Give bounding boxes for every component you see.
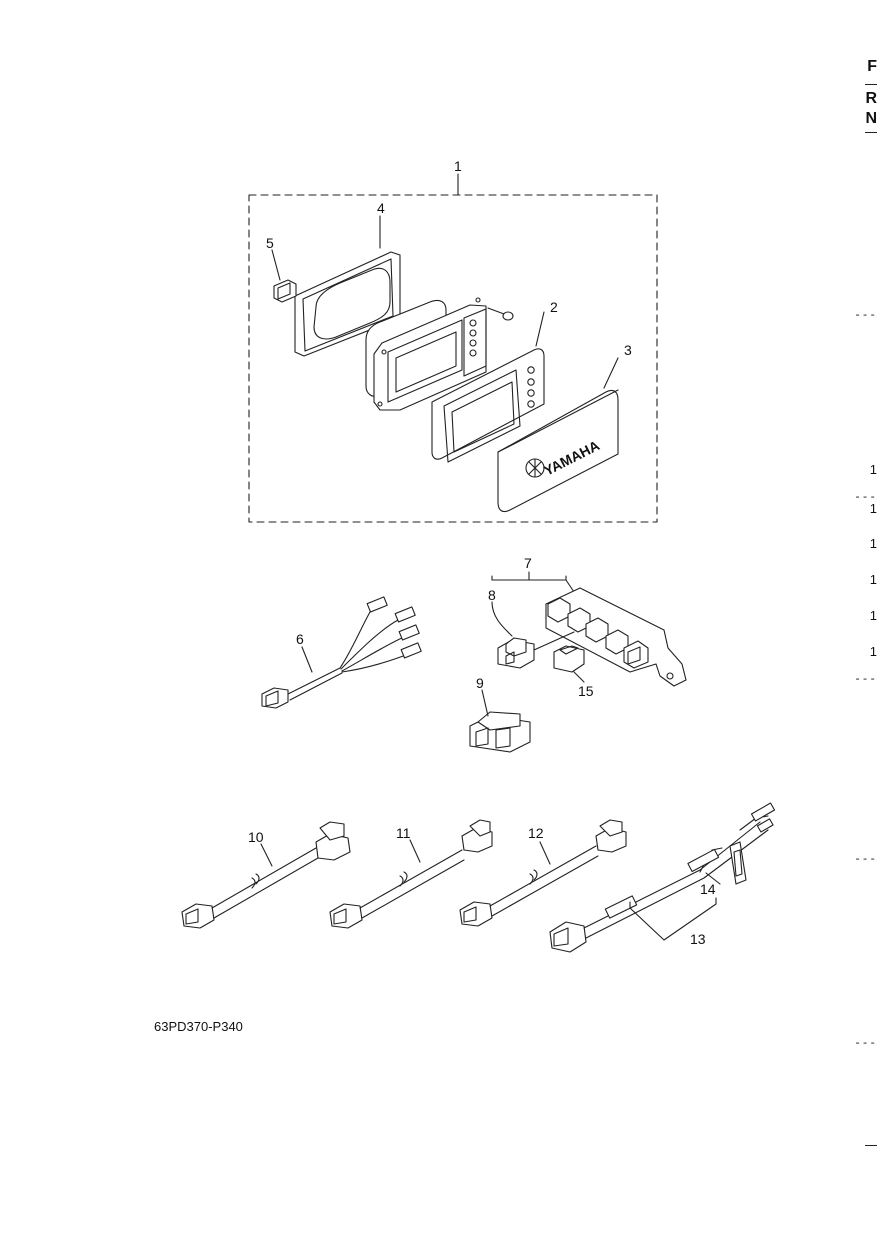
- part-7-junction: [491, 571, 687, 687]
- edge-digit-2: 1: [869, 501, 877, 516]
- callout-3: 3: [624, 342, 632, 358]
- part-2-bezel: [431, 311, 545, 463]
- part-9-coupler: [469, 689, 531, 753]
- callout-11: 11: [396, 825, 411, 841]
- edge-rule-1: [865, 84, 877, 85]
- part-3-cover: [497, 357, 619, 513]
- edge-digit-5: 1: [869, 608, 877, 623]
- edge-dash-4: ---: [854, 854, 877, 866]
- callout-14: 14: [700, 881, 716, 897]
- edge-digit-4: 1: [869, 572, 877, 587]
- part-8-connector: [491, 601, 575, 669]
- callout-13: 13: [690, 931, 706, 947]
- part-15-cap: [553, 645, 585, 683]
- part-13-power-lead: [549, 802, 776, 953]
- edge-dash-5: ---: [854, 1038, 877, 1050]
- edge-dash-3: ---: [854, 674, 877, 686]
- edge-dash-2: ---: [854, 492, 877, 504]
- part-5-plug: [271, 249, 297, 303]
- callout-4: 4: [377, 200, 385, 216]
- edge-digit-6: 1: [869, 644, 877, 659]
- callout-8: 8: [488, 587, 496, 603]
- assembly-box-1: [248, 173, 658, 523]
- edge-rule-2: [865, 132, 877, 133]
- edge-digit-1: 1: [869, 462, 877, 477]
- edge-letter-2: R: [865, 90, 877, 107]
- callout-12: 12: [528, 825, 544, 841]
- edge-digit-3: 1: [869, 536, 877, 551]
- part-4-gasket: [294, 215, 401, 357]
- part-6-harness: [261, 596, 422, 709]
- part-10-lead: [181, 821, 351, 929]
- callout-5: 5: [266, 235, 274, 251]
- callout-2: 2: [550, 299, 558, 315]
- callout-9: 9: [476, 675, 484, 691]
- callout-15: 15: [578, 683, 594, 699]
- meter-housing: [365, 297, 514, 411]
- part-code: 63PD370-P340: [154, 1019, 243, 1034]
- part-11-lead: [329, 819, 493, 929]
- callout-6: 6: [296, 631, 304, 647]
- edge-letter-1: F: [867, 58, 877, 75]
- edge-dash-1: ---: [854, 310, 877, 322]
- callout-1: 1: [454, 158, 462, 174]
- edge-rule-3: [865, 1145, 877, 1146]
- edge-letter-3: N: [865, 110, 877, 127]
- callout-10: 10: [248, 829, 264, 845]
- part-12-lead: [459, 819, 627, 927]
- callout-7: 7: [524, 555, 532, 571]
